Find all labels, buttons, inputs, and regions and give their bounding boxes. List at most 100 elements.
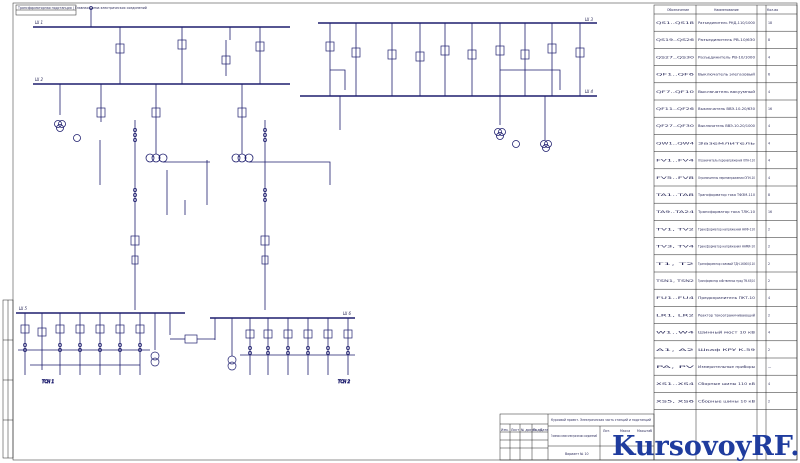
spec-designation: QS27..QS30 [656, 55, 694, 59]
spec-designation: PA, PV [656, 365, 697, 369]
feeders-right-110 [325, 23, 585, 140]
spec-qty: 4 [768, 90, 770, 94]
spec-name: Реактор токоограничивающий [698, 313, 755, 317]
tb-label-doc: № докум. [521, 428, 537, 432]
spec-designation: TV1, TV2 [653, 227, 694, 231]
spec-qty: 4 [768, 176, 770, 180]
spec-name: Ограничитель перенапряжения ОПН-110 [698, 159, 755, 163]
spec-qty: 4 [768, 382, 770, 386]
spec-name: Выключатель вакуумный [698, 90, 755, 94]
spec-name: Трансформатор тока ТЛК-10 [697, 210, 755, 214]
spec-name: Выключатель элегазовый [698, 73, 755, 77]
spec-qty: 2 [768, 399, 770, 403]
spec-header-designation: Обозначение [667, 8, 689, 12]
spec-qty: 2 [768, 245, 770, 249]
bus-label: Ш 2 [35, 77, 44, 82]
tb-label-date: Дата [540, 428, 548, 432]
spec-qty: 18 [768, 21, 772, 25]
tb-label-mass: Масса [620, 429, 630, 433]
spec-qty: — [768, 365, 772, 369]
spec-name: Трансформатор собственных нужд ТМ-63/10 [697, 279, 755, 283]
spec-designation: XS5, XS6 [656, 399, 694, 403]
spec-designation: LR1, LR2 [656, 313, 694, 317]
bus-system-10kv: Ш 5 Ш 6 [16, 306, 355, 344]
spec-name: Заземлитель [698, 141, 755, 145]
spec-name: Измерительные приборы [698, 365, 756, 369]
spec-designation: TA9..TA24 [654, 210, 694, 214]
spec-qty: 8 [768, 193, 770, 197]
bus-label: Ш 6 [343, 311, 352, 316]
spec-name: Трансформатор напряжения НАМИ-10 [697, 245, 755, 249]
spec-name: Ограничитель перенапряжения ОПН-10 [698, 176, 755, 180]
spec-designation: FV5..FV8 [656, 176, 694, 180]
tb-project: Курсовой проект. Электрическая часть ста… [551, 418, 651, 422]
section-label-right: ТСН 2 [338, 379, 351, 384]
section-label-left: ТСН 1 [42, 379, 54, 384]
spec-header-qty: Кол-во [767, 8, 778, 12]
tb-label-lit: Лит. [603, 429, 610, 433]
spec-qty: 2 [768, 262, 770, 266]
tb-sheet-title: Главная схема электрических соединений [551, 434, 597, 438]
transformer-left [54, 120, 81, 142]
stamp-text: Трансформаторная подстанция | Главная сх… [17, 6, 147, 10]
tb-label-list: Лист [511, 428, 519, 432]
spec-designation: FV1..FV4 [656, 159, 694, 163]
spec-name: Разъединитель РВ-10/630 [698, 38, 755, 42]
sheet-frame [12, 2, 798, 461]
spec-name: Сборные шины 110 кВ [698, 382, 755, 386]
spec-designation: QW1..QW4 [656, 141, 694, 145]
spec-qty: 8 [768, 38, 770, 42]
spec-designation: QF27..QF30 [656, 124, 694, 128]
spec-rows: QS1..QS18 Разъединитель РНД-110/1000 18QS1… [652, 21, 797, 410]
spec-qty: 2 [768, 227, 770, 231]
spec-qty: 2 [768, 279, 770, 283]
spec-qty: 16 [768, 107, 772, 111]
spec-qty: 4 [768, 296, 770, 300]
current-transformers [130, 128, 270, 265]
tb-label-sign: Подп. [533, 428, 543, 432]
spec-designation: TSN1, TSN2 [654, 279, 694, 283]
spec-qty: 6 [768, 73, 770, 77]
spec-name: Трансформатор тока ТФЗМ-110 [697, 193, 755, 197]
spec-designation: TA1..TA8 [653, 193, 694, 197]
bus-label: Ш 4 [585, 89, 594, 94]
spec-name: Разъединитель РНД-110/1000 [698, 21, 755, 25]
watermark: KursovoyRF.ru [612, 431, 800, 462]
spec-name: Трансформатор напряжения НКФ-110 [697, 227, 755, 231]
spec-designation: W1..W4 [656, 331, 694, 335]
bus-label: Ш 3 [585, 17, 594, 22]
spec-designation: XS1..XS4 [656, 382, 694, 386]
spec-designation: TV3, TV4 [653, 245, 694, 249]
tb-label-izm: Изм. [501, 428, 509, 432]
spec-name: Предохранитель ПКТ-10 [698, 296, 755, 300]
tb-variant: Вариант № 10 [565, 452, 589, 456]
spec-name: Трансформатор силовой ТДН-16000/110 [697, 262, 755, 266]
spec-designation: A1, A2 [656, 348, 694, 352]
spec-qty: 4 [768, 331, 770, 335]
binding-strip [2, 299, 14, 459]
transformer-upper-right [494, 128, 552, 152]
bus-label: Ш 1 [35, 20, 43, 25]
spec-name: Шкаф КРУ К-59 [698, 348, 755, 352]
title-block: Изм. Лист № докум. Подп. Дата Курсовой п… [499, 413, 655, 461]
specification-table: Обозначение Наименование Кол-во QS1..QS1… [652, 4, 798, 461]
spec-qty: 2 [768, 348, 770, 352]
spec-designation: FU1..FU4 [656, 296, 694, 300]
spec-qty: 4 [768, 159, 770, 163]
spec-designation: QS19..QS26 [656, 38, 694, 42]
feeders-left-110 [59, 27, 265, 122]
spec-qty: 4 [768, 141, 770, 145]
power-transformers [99, 84, 331, 310]
top-left-stamp: Трансформаторная подстанция | Главная сх… [15, 4, 147, 16]
spec-designation: QF11..QF26 [656, 107, 694, 111]
bus-label: Ш 5 [19, 306, 28, 311]
spec-qty: 16 [768, 210, 772, 214]
spec-designation: QF7..QF10 [656, 90, 694, 94]
feeder-cells-left: ТСН 1 [18, 313, 160, 384]
spec-designation: T1, T2 [652, 262, 694, 266]
bus-system-110kv: Ш 1 Ш 3 Ш 2 Ш 4 [33, 6, 597, 97]
spec-name: Выключатель ВВЭ-10-20/1000 [698, 124, 755, 128]
spec-designation: QF1..QF6 [656, 73, 694, 77]
spec-designation: QS1..QS18 [656, 21, 694, 25]
